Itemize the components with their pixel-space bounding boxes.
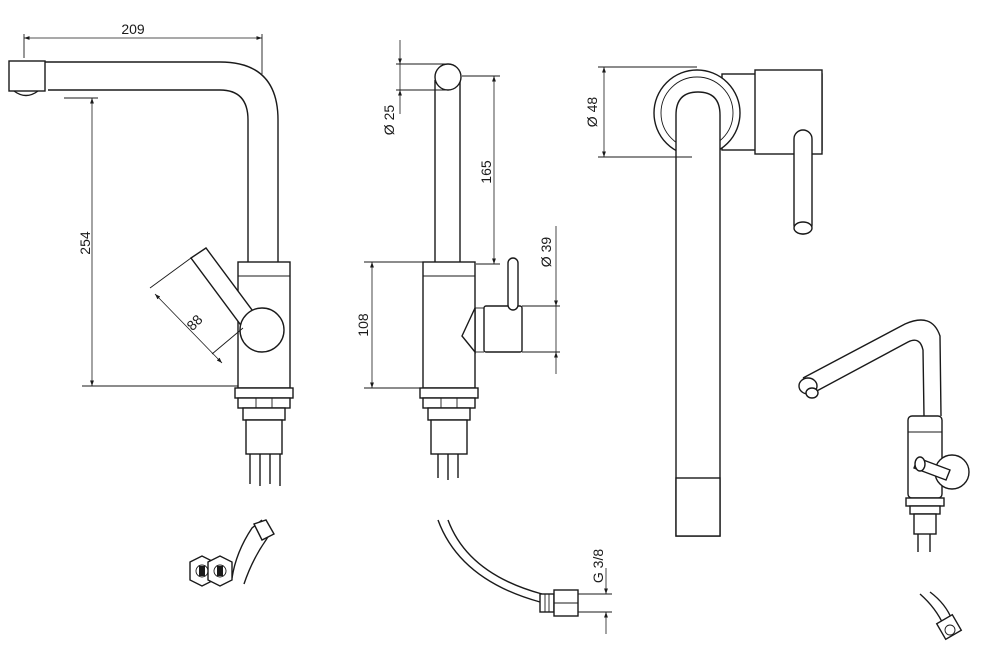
- dim-spout-diameter: Ø 25: [381, 105, 397, 136]
- dim-hose-thread: G 3/8: [590, 549, 606, 583]
- dim-base-diameter: Ø 48: [584, 97, 600, 128]
- dim-spout-reach: 209: [121, 21, 145, 37]
- dim-spout-rise: 165: [478, 160, 494, 184]
- isometric-view: [798, 319, 970, 641]
- top-view: Ø 48: [584, 66, 823, 537]
- dim-spout-height: 254: [77, 231, 93, 255]
- dim-body-height: 108: [355, 313, 371, 337]
- side-view: Ø 25 165 108 Ø 39: [355, 40, 560, 480]
- dim-lever-diameter: Ø 39: [538, 237, 554, 268]
- front-view: 209 254 88: [8, 21, 294, 486]
- dim-lever-length: 88: [183, 311, 205, 333]
- hose-thread-view: G 3/8: [437, 519, 612, 634]
- hose-fitting-left: [189, 519, 275, 587]
